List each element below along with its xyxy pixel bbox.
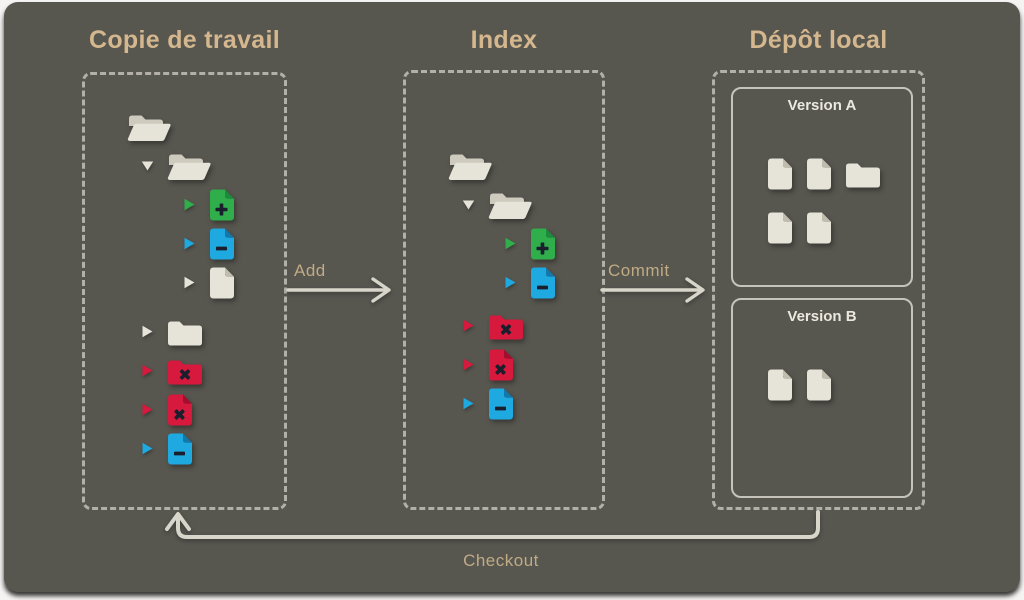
green-caret-right-icon — [504, 237, 517, 250]
neutral-caret-right-icon — [183, 276, 196, 289]
version-box: Version B — [731, 298, 913, 498]
red-file-cross-icon — [487, 348, 515, 382]
green-caret-right-icon — [183, 198, 196, 211]
green-file-plus-icon — [529, 227, 557, 261]
tree-row — [462, 306, 602, 345]
tree-row — [141, 390, 284, 429]
blue-file-minus-icon — [208, 227, 236, 261]
version-box: Version A — [731, 87, 913, 287]
tree-row — [504, 263, 602, 302]
blue-caret-right-icon — [504, 276, 517, 289]
version-items — [766, 157, 882, 250]
neutral-caret-down-icon — [141, 161, 154, 171]
neutral-file-icon — [805, 157, 833, 196]
blue-file-minus-icon — [166, 432, 194, 466]
neutral-folder-open-icon — [487, 187, 533, 222]
tree-row — [183, 263, 284, 302]
neutral-folder-open-icon — [126, 109, 172, 144]
version-label: Version B — [787, 308, 857, 325]
neutral-file-icon — [766, 157, 794, 196]
neutral-caret-right-icon — [141, 325, 154, 338]
diagram-card — [4, 2, 1020, 592]
tree-row — [462, 185, 602, 224]
version-item-row — [766, 368, 833, 407]
blue-file-minus-icon — [529, 266, 557, 300]
checkout-label: Checkout — [463, 551, 539, 570]
green-file-plus-icon — [208, 188, 236, 222]
tree-row — [101, 107, 284, 146]
neutral-folder-icon — [166, 317, 204, 347]
tree-row — [141, 351, 284, 390]
tree-row — [462, 345, 602, 384]
red-folder-cross-icon — [166, 356, 204, 386]
version-item-row — [766, 211, 882, 250]
red-caret-right-icon — [462, 319, 475, 332]
tree-row — [183, 224, 284, 263]
tree-row — [141, 146, 284, 185]
blue-file-minus-icon — [487, 387, 515, 421]
tree-row — [141, 312, 284, 351]
red-caret-right-icon — [141, 364, 154, 377]
index-tree — [406, 73, 602, 423]
working-copy-tree — [85, 75, 284, 468]
blue-caret-right-icon — [141, 442, 154, 455]
tree-row — [504, 224, 602, 263]
neutral-caret-down-icon — [462, 200, 475, 210]
working-copy-title: Copie de travail — [89, 26, 280, 54]
red-file-cross-icon — [166, 393, 194, 427]
blue-caret-right-icon — [462, 397, 475, 410]
commit-label: Commit — [608, 261, 670, 280]
neutral-file-icon — [766, 211, 794, 250]
index-title: Index — [470, 26, 538, 54]
local-repo-box: Version A Version B — [712, 70, 925, 510]
working-copy-box — [82, 72, 287, 510]
red-caret-right-icon — [462, 358, 475, 371]
version-items — [766, 368, 833, 407]
neutral-folder-open-icon — [166, 148, 212, 183]
neutral-file-icon — [805, 211, 833, 250]
tree-row — [183, 185, 284, 224]
tree-row — [141, 429, 284, 468]
version-label: Version A — [787, 97, 857, 114]
neutral-file-icon — [208, 266, 236, 300]
neutral-folder-icon — [844, 159, 882, 194]
version-item-row — [766, 157, 882, 196]
blue-caret-right-icon — [183, 237, 196, 250]
neutral-folder-open-icon — [447, 148, 493, 183]
neutral-file-icon — [805, 368, 833, 407]
local-repo-title: Dépôt local — [749, 26, 888, 54]
add-label: Add — [294, 261, 326, 280]
neutral-file-icon — [766, 368, 794, 407]
tree-row — [462, 384, 602, 423]
red-folder-cross-icon — [487, 311, 525, 341]
index-box — [403, 70, 605, 510]
red-caret-right-icon — [141, 403, 154, 416]
tree-row — [422, 146, 602, 185]
